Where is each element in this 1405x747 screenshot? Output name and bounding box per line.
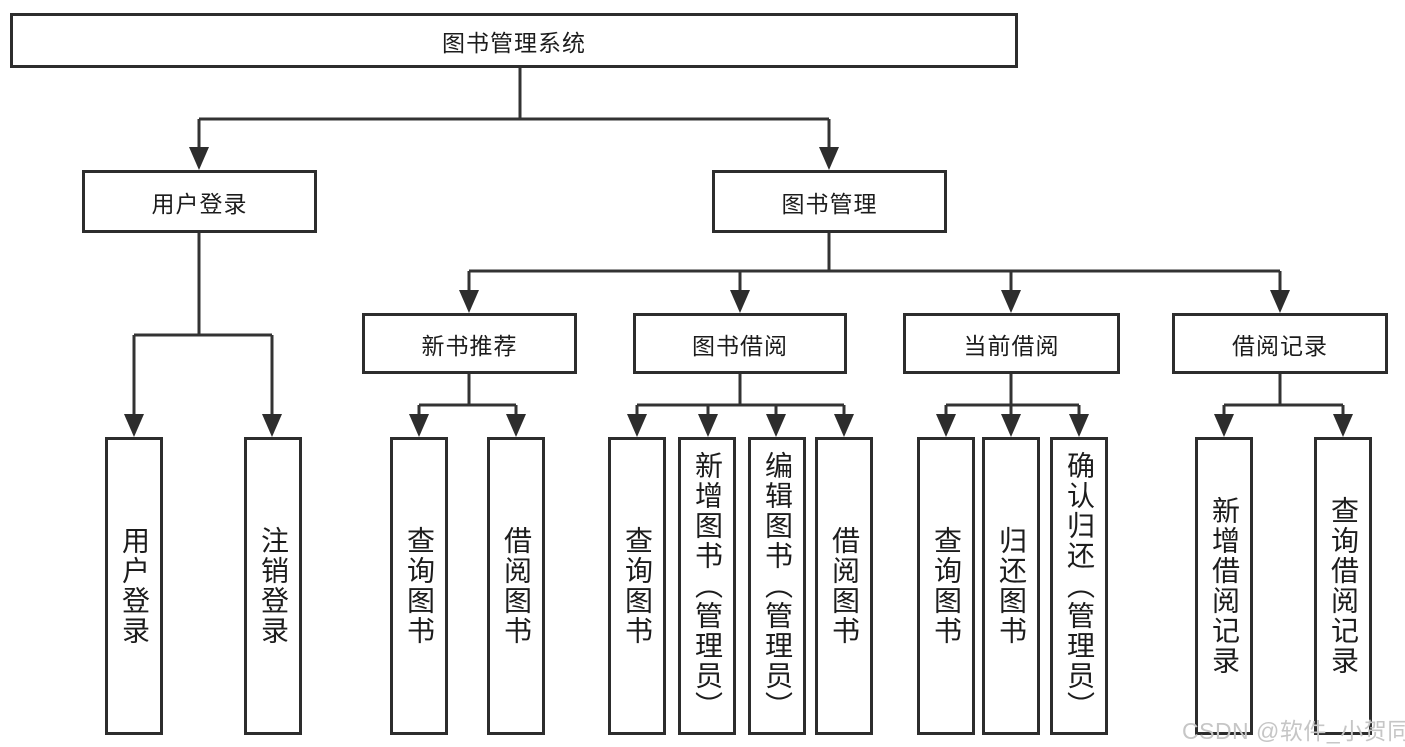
leaf-label: 查询借阅记录 [1328, 496, 1359, 676]
leaf-label: 借阅图书 [501, 526, 532, 646]
csdn-watermark: CSDN @软件_小贺同学 [1182, 718, 1405, 744]
leaf-borrowing-edit-book-admin: 编辑图书（管理员） [748, 437, 806, 735]
leaf-borrowing-borrow-books: 借阅图书 [815, 437, 873, 735]
node-label: 用户登录 [151, 190, 248, 217]
node-new-book-recommend: 新书推荐 [362, 313, 577, 374]
leaf-records-query-record: 查询借阅记录 [1314, 437, 1372, 735]
node-book-management: 图书管理 [712, 170, 947, 233]
leaf-borrowing-add-book-admin: 新增图书（管理员） [678, 437, 736, 735]
leaf-borrowing-query-books: 查询图书 [608, 437, 666, 735]
leaf-label: 新增图书（管理员） [692, 451, 723, 721]
leaf-label: 查询图书 [404, 526, 435, 646]
leaf-label: 查询图书 [931, 526, 962, 646]
node-book-borrowing: 图书借阅 [633, 313, 847, 374]
leaf-label: 用户登录 [119, 526, 150, 646]
leaf-user-login: 用户登录 [105, 437, 163, 735]
node-label: 当前借阅 [963, 332, 1060, 359]
leaf-current-return-books: 归还图书 [982, 437, 1040, 735]
node-label: 图书管理系统 [442, 29, 586, 56]
leaf-recommend-query-books: 查询图书 [390, 437, 448, 735]
node-label: 图书管理 [781, 190, 878, 217]
leaf-records-add-record: 新增借阅记录 [1195, 437, 1253, 735]
node-label: 借阅记录 [1232, 332, 1328, 359]
leaf-label: 借阅图书 [829, 526, 860, 646]
leaf-label: 注销登录 [258, 526, 289, 646]
node-label: 新书推荐 [421, 332, 518, 359]
leaf-label: 归还图书 [996, 526, 1027, 646]
leaf-label: 新增借阅记录 [1209, 496, 1240, 676]
leaf-current-confirm-return-admin: 确认归还（管理员） [1050, 437, 1108, 735]
leaf-label: 查询图书 [622, 526, 653, 646]
leaf-label: 确认归还（管理员） [1064, 451, 1095, 721]
node-label: 图书借阅 [692, 332, 788, 359]
node-user-login: 用户登录 [82, 170, 317, 233]
node-current-borrowing: 当前借阅 [903, 313, 1120, 374]
leaf-label: 编辑图书（管理员） [762, 451, 793, 721]
leaf-recommend-borrow-books: 借阅图书 [487, 437, 545, 735]
leaf-current-query-books: 查询图书 [917, 437, 975, 735]
leaf-logout: 注销登录 [244, 437, 302, 735]
node-library-management-system: 图书管理系统 [10, 13, 1018, 68]
node-borrow-records: 借阅记录 [1172, 313, 1388, 374]
